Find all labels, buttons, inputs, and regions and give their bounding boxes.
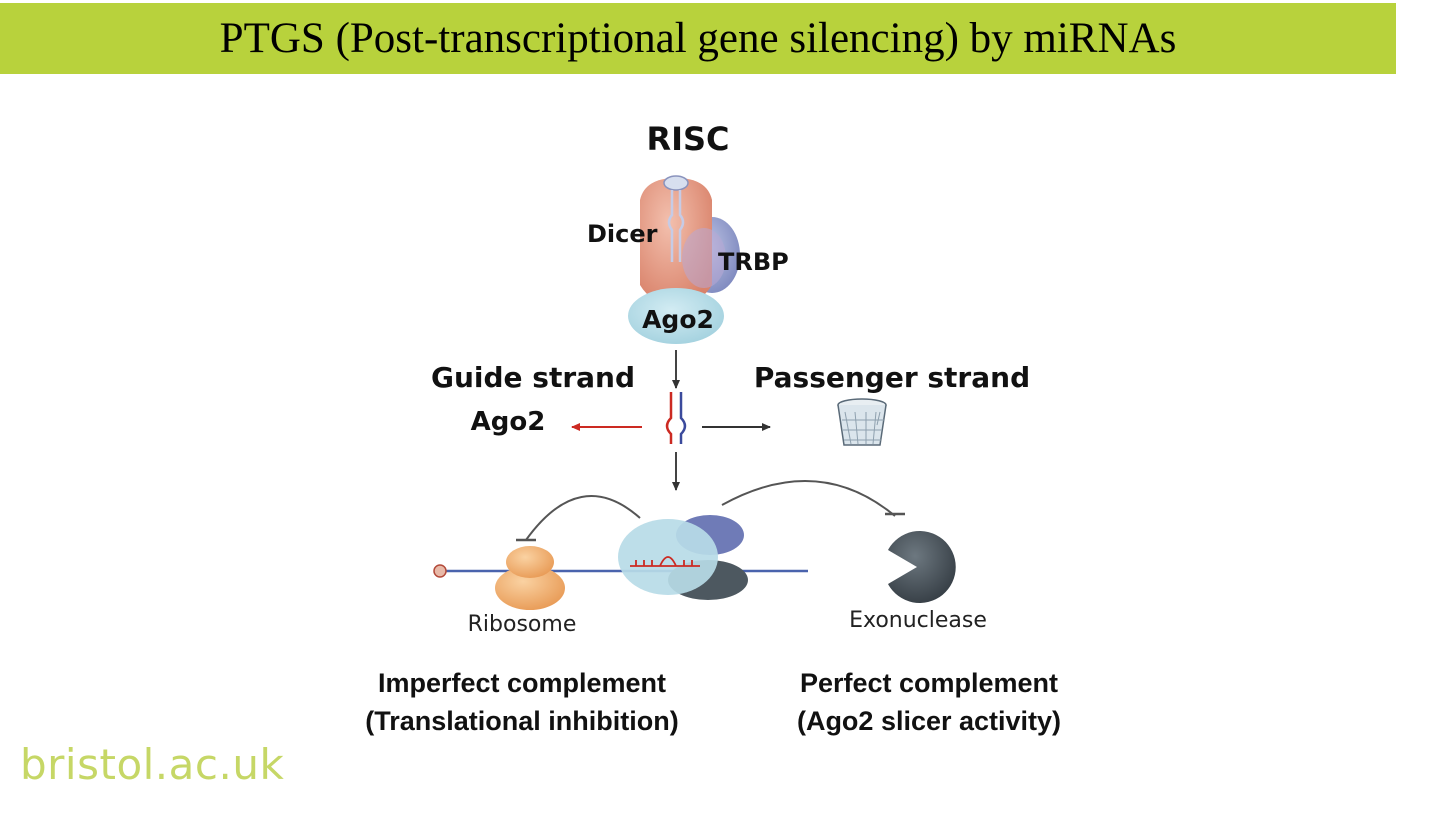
dicer-rna-hairpin (667, 190, 685, 262)
dicer-cap (663, 175, 689, 191)
ago2-protein (628, 288, 724, 344)
dicer-overlap (682, 228, 726, 288)
perfect-line2: (Ago2 slicer activity) (797, 706, 1061, 736)
trbp-label: TRBP (718, 248, 789, 276)
guide-ago2-label: Ago2 (471, 407, 546, 437)
mrna-cap (433, 564, 447, 578)
slide-title: PTGS (Post-transcriptional gene silencin… (219, 15, 1177, 62)
risc-complex (628, 175, 740, 344)
passenger-strand-label: Passenger strand (754, 361, 1030, 394)
guide-strand (665, 392, 673, 444)
dicer-label: Dicer (587, 220, 658, 248)
exonuclease-label: Exonuclease (849, 608, 987, 633)
ago2-complex-label: Ago2 (642, 305, 714, 334)
risc-on-mrna (618, 515, 748, 600)
title-bar: PTGS (Post-transcriptional gene silencin… (0, 3, 1396, 74)
passenger-strand (679, 392, 687, 444)
ribosome (495, 546, 565, 610)
ribosome-label: Ribosome (468, 612, 577, 637)
imperfect-line2: (Translational inhibition) (365, 706, 679, 736)
inhibition-arc-left (525, 495, 641, 541)
risc-label: RISC (646, 120, 729, 158)
footer-brand: bristol.ac.uk (20, 740, 285, 789)
exonuclease (888, 530, 956, 603)
guide-strand-label: Guide strand (431, 361, 635, 394)
perfect-line1: Perfect complement (800, 668, 1058, 698)
trash-bin-icon (837, 398, 887, 446)
imperfect-line1: Imperfect complement (378, 668, 666, 698)
inhibition-arc-right (721, 480, 896, 517)
mirna-duplex (665, 392, 687, 444)
